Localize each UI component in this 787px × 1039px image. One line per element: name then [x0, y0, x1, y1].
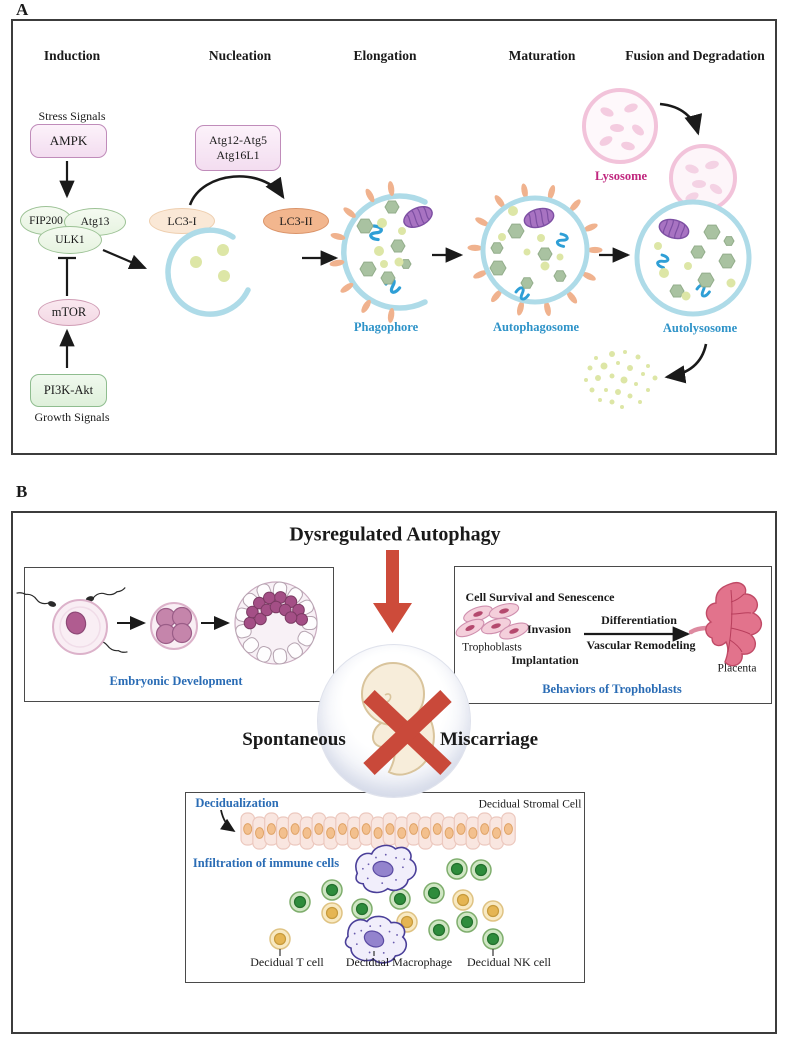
panel-b-label: B [16, 482, 28, 501]
panel-a-label: A [16, 0, 29, 19]
fip200-label: FIP200 [29, 214, 63, 227]
lc3-i-label: LC3-I [167, 213, 197, 228]
stage-induction: Induction [43, 48, 101, 64]
atg12-atg5-label: Atg12-Atg5 [209, 133, 267, 147]
ulk1-ellipse: ULK1 [38, 226, 102, 254]
atg13-label: Atg13 [80, 216, 110, 228]
decidualization-label: Decidualization [195, 795, 279, 810]
stage-fusion-degradation: Fusion and Degradation [625, 48, 765, 64]
embryonic-development-caption: Embryonic Development [109, 673, 243, 688]
ampk-label: AMPK [49, 133, 88, 148]
spontaneous-label: Spontaneous [242, 729, 346, 751]
stress-signals-label: Stress Signals [38, 109, 106, 124]
mtor-label: mTOR [51, 305, 87, 319]
decidual-t-cell-label: Decidual T cell [250, 955, 324, 970]
atg-complex-box: Atg12-Atg5 Atg16L1 [195, 125, 281, 171]
stage-maturation: Maturation [508, 48, 576, 64]
fip200-ellipse: FIP200 [20, 206, 72, 235]
lc3-i-ellipse: LC3-I [149, 208, 215, 234]
embryonic-development-box [24, 567, 334, 702]
stage-elongation: Elongation [353, 48, 417, 64]
decidual-macrophage-label: Decidual Macrophage [345, 955, 453, 970]
implantation-label: Implantation [511, 653, 579, 668]
miscarriage-label: Miscarriage [439, 729, 539, 751]
autolysosome-label: Autolysosome [662, 320, 738, 335]
growth-signals-label: Growth Signals [34, 410, 110, 425]
mtor-ellipse: mTOR [38, 299, 100, 326]
trophoblast-behaviors-box [454, 566, 772, 704]
lc3-ii-ellipse: LC3-II [263, 208, 329, 234]
trophoblasts-label: Trophoblasts [462, 641, 522, 654]
stage-nucleation: Nucleation [208, 48, 272, 64]
lysosome-label: Lysosome [594, 168, 648, 183]
decidual-stromal-cell-label: Decidual Stromal Cell [478, 798, 582, 811]
ampk-box: AMPK [30, 124, 107, 158]
cell-survival-label: Cell Survival and Senescence [465, 590, 615, 605]
decidual-nk-cell-label: Decidual NK cell [467, 955, 551, 970]
pi3k-akt-label: PI3K-Akt [43, 383, 94, 397]
autophagosome-label: Autophagosome [492, 319, 580, 334]
pi3k-akt-box: PI3K-Akt [30, 374, 107, 407]
atg16l1-label: Atg16L1 [216, 148, 260, 162]
embryo-circle [317, 644, 471, 798]
phagophore-label: Phagophore [353, 319, 419, 334]
panel-b-title: Dysregulated Autophagy [289, 523, 501, 546]
vascular-remodeling-label: Vascular Remodeling [586, 638, 696, 653]
placenta-label: Placenta [717, 662, 757, 675]
trophoblast-behaviors-caption: Behaviors of Trophoblasts [542, 681, 682, 696]
panel-a-frame [11, 19, 777, 455]
infiltration-label: Infiltration of immune cells [192, 855, 340, 870]
ulk1-label: ULK1 [55, 234, 85, 246]
invasion-label: Invasion [526, 622, 572, 637]
panel-b-frame [11, 511, 777, 1034]
lc3-ii-label: LC3-II [279, 213, 313, 228]
differentiation-label: Differentiation [601, 613, 677, 628]
